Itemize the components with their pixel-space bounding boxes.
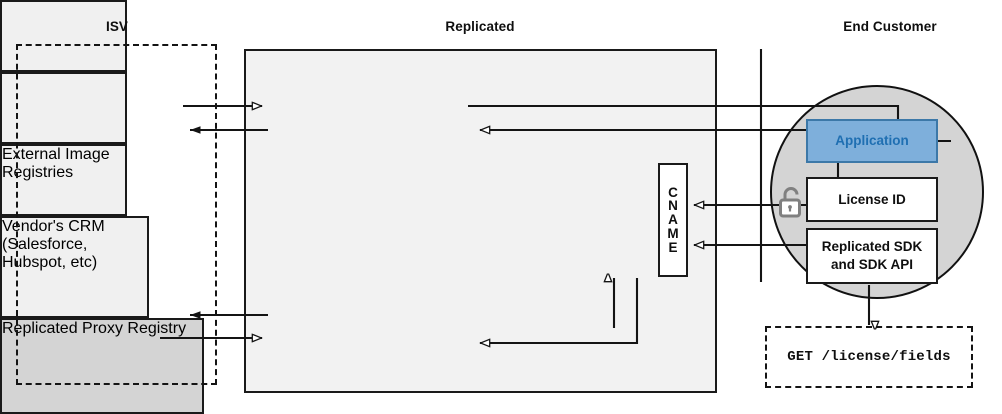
group-title-isv: ISV	[105, 19, 129, 34]
api-call-label: GET /license/fields	[787, 349, 951, 365]
group-title-end-customer: End Customer	[843, 19, 937, 34]
external-image-registries-line3: Registries	[2, 164, 74, 181]
replicated-sdk-line1: Replicated SDK	[821, 239, 923, 255]
isv-boundary	[16, 44, 217, 385]
edge-license-server-to-portal	[480, 278, 639, 343]
cname-letter-n: N	[668, 198, 678, 214]
replicated-proxy-registry-label: Replicated Proxy Registry	[2, 320, 187, 337]
license-id-label: License ID	[838, 191, 906, 207]
external-image-registries-stack-mid	[0, 72, 127, 144]
replicated-sdk-line2: and SDK API	[830, 257, 913, 272]
vendors-crm-line1: Vendor's CRM	[2, 218, 105, 235]
vendors-crm[interactable]: Vendor's CRM (Salesforce, Hubspot, etc)	[0, 216, 149, 318]
license-id[interactable]: License ID	[806, 177, 938, 222]
vendors-crm-line3: Hubspot, etc)	[2, 254, 98, 271]
external-image-registries-stack-back	[0, 0, 127, 72]
replicated-sdk-and-sdk-api[interactable]: Replicated SDK and SDK API	[806, 228, 938, 284]
vendors-crm-line2: (Salesforce,	[2, 236, 88, 253]
external-image-registries[interactable]: External Image Registries	[0, 144, 127, 216]
unlock-icon	[779, 187, 801, 218]
cname-letter-e: E	[668, 239, 678, 255]
cname-letter-c: C	[668, 184, 678, 200]
cname-letter-a: A	[668, 212, 678, 228]
cname-letter-m: M	[667, 225, 679, 241]
api-call-get-license-fields[interactable]: GET /license/fields	[765, 326, 973, 388]
application[interactable]: Application	[806, 119, 938, 163]
group-title-replicated: Replicated	[445, 19, 515, 34]
replicated-proxy-registry[interactable]: Replicated Proxy Registry	[0, 318, 204, 414]
external-image-registries-line2: Image	[65, 146, 110, 163]
cname-box[interactable]: C N A M E	[658, 163, 688, 277]
application-label: Application	[835, 133, 909, 149]
